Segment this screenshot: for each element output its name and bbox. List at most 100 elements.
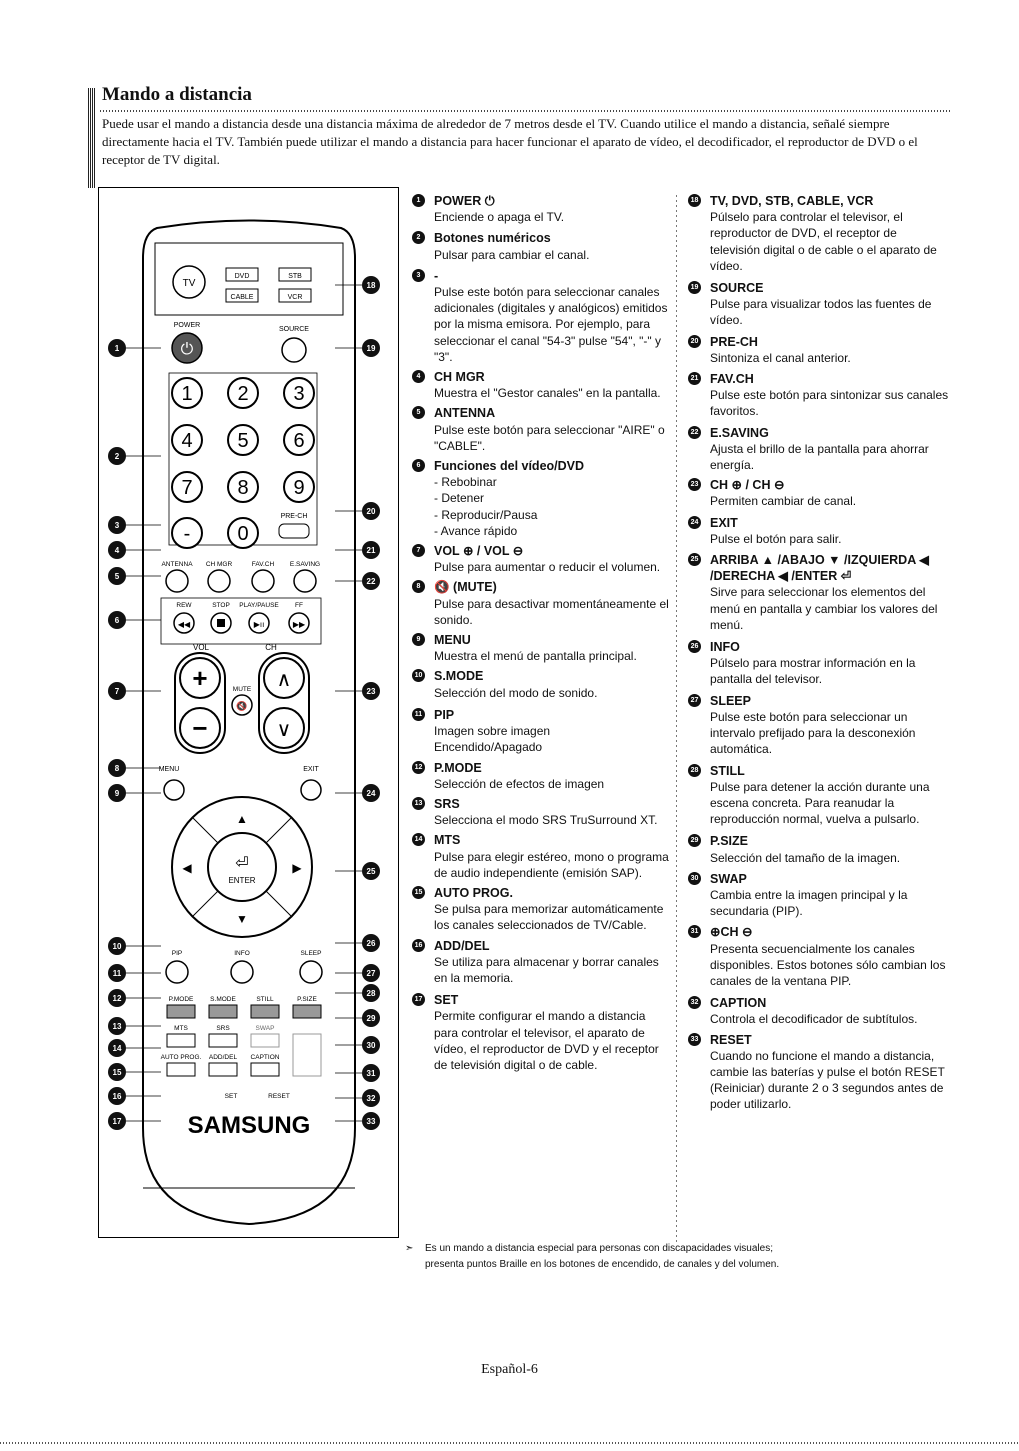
reset-label: RESET [268, 1093, 290, 1100]
item-number-badge: 12 [412, 760, 425, 774]
digit-0-button [227, 517, 259, 549]
item-number-badge: 31 [688, 925, 701, 939]
item-description: Imagen sobre imagen Encendido/Apagado [434, 724, 551, 755]
tv-mode-label: TV [183, 278, 196, 289]
still-button [250, 1004, 280, 1019]
item-number-badge: 33 [688, 1032, 701, 1046]
item-description: Púlselo para controlar el televisor, el … [710, 210, 937, 273]
callout-number: 33 [367, 1117, 376, 1126]
set-label: SET [225, 1093, 238, 1100]
page-bottom-rule [0, 1442, 1019, 1444]
legend-item: 31⊕CH ⊖Presenta secuencialmente los cana… [688, 924, 950, 989]
item-name: ANTENNA [434, 406, 496, 421]
mts-button [166, 1033, 196, 1048]
item-description: Selección de efectos de imagen [434, 776, 605, 791]
srs-label: SRS [216, 1025, 230, 1032]
callout-badge [108, 567, 126, 585]
brand-logo: SAMSUNG [188, 1112, 311, 1139]
callout-badge [362, 339, 380, 357]
page-title: Mando a distancia [102, 84, 252, 105]
callout-number: 3 [115, 521, 120, 530]
item-name: Funciones del vídeo/DVD [434, 459, 585, 474]
callout-number: 2 [115, 452, 120, 461]
rew-button [173, 612, 195, 634]
item-number-badge: 17 [412, 993, 425, 1007]
digit-2-label: 2 [237, 383, 248, 405]
callout-badge [108, 964, 126, 982]
item-number-badge: 13 [412, 796, 425, 810]
item-description: Enciende o apaga el TV. [434, 210, 565, 225]
chmgr-button [207, 569, 231, 593]
esaving-label: E.SAVING [290, 561, 320, 568]
callout-number: 29 [367, 1014, 376, 1023]
mute-icon: 🔇 [236, 700, 247, 711]
item-description: Presenta secuencialmente los canales dis… [710, 941, 946, 988]
stop-icon [217, 619, 225, 627]
callout-number: 14 [113, 1044, 122, 1053]
dash-button [171, 517, 203, 549]
caption-label: CAPTION [251, 1054, 280, 1061]
callout-number: 30 [367, 1041, 376, 1050]
item-number-badge: 28 [688, 763, 701, 777]
callout-badge [108, 784, 126, 802]
prech-label: PRE-CH [281, 513, 308, 520]
callout-number: 22 [367, 577, 376, 586]
sleep-label: SLEEP [301, 950, 322, 957]
item-number-badge: 19 [688, 281, 701, 295]
note-text: Es un mando a distancia especial para pe… [425, 1243, 780, 1270]
pip-ch-buttons [292, 1033, 322, 1077]
title-divider [100, 110, 952, 112]
item-name: CH MGR [434, 370, 485, 385]
digit-5-button [227, 424, 259, 456]
dvd-mode-label: DVD [235, 273, 250, 280]
power-label: POWER [174, 322, 200, 329]
item-number-badge: 7 [412, 544, 425, 558]
rew-label: REW [176, 602, 192, 609]
callout-badge [362, 964, 380, 982]
callout-number: 8 [115, 764, 120, 773]
item-name: SWAP [710, 871, 747, 886]
item-name: E.SAVING [710, 425, 769, 440]
accessibility-note: ➣ Es un mando a distancia especial para … [405, 1241, 965, 1273]
page-number: Español-6 [481, 1362, 538, 1377]
item-name: MENU [434, 633, 471, 648]
item-name: SOURCE [710, 281, 764, 296]
antenna-label: ANTENNA [161, 561, 193, 568]
playpause-label: PLAY/PAUSE [239, 602, 279, 609]
item-number-badge: 27 [688, 693, 701, 707]
item-description: Selección del modo de sonido. [434, 685, 598, 700]
item-name: ADD/DEL [434, 938, 490, 953]
item-description: Cambia entre la imagen principal y la se… [710, 887, 908, 919]
ch-down-button [263, 707, 305, 749]
swap-button [250, 1033, 280, 1048]
callout-number: 7 [115, 687, 120, 696]
callout-badge [108, 1087, 126, 1105]
callout-badge [108, 1063, 126, 1081]
callout-badge [362, 984, 380, 1002]
digit-1-button [171, 377, 203, 409]
callout-badge [362, 541, 380, 559]
callout-number: 25 [367, 867, 376, 876]
callout-badge [362, 862, 380, 880]
item-name: PRE-CH [710, 334, 758, 349]
item-number-badge: 9 [412, 633, 425, 647]
callout-badge [108, 1039, 126, 1057]
still-label: STILL [256, 996, 274, 1003]
item-name: SRS [434, 796, 460, 811]
callout-badge [362, 502, 380, 520]
item-description: Se utiliza para almacenar y borrar canal… [434, 954, 659, 985]
